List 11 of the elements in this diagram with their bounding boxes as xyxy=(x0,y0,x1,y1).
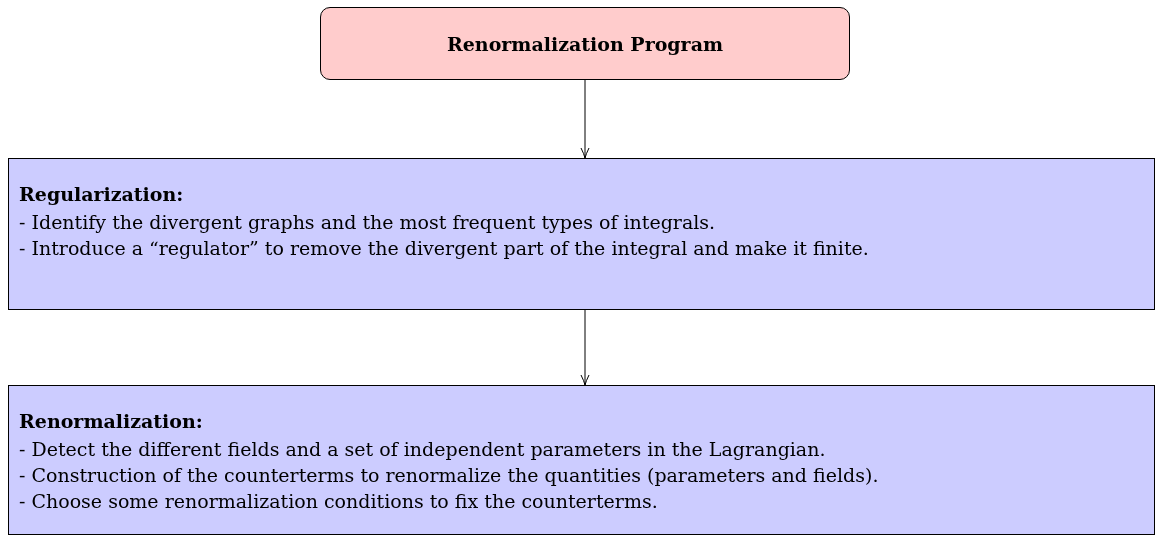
section-heading: Regularization: xyxy=(19,182,185,207)
bullet-text: - Introduce a “regulator” to remove the divergent part of the integral and make it finite. xyxy=(19,236,870,261)
bullet-text: - Identify the divergent graphs and the most frequent types of integrals. xyxy=(19,210,717,235)
process-box xyxy=(8,385,1155,535)
section-heading: Renormalization: xyxy=(19,409,204,434)
title-text: Renormalization Program xyxy=(446,31,724,57)
process-box xyxy=(8,158,1155,310)
title-box xyxy=(320,7,850,80)
bullet-text: - Construction of the counterterms to renormalize the quantities (parameters and fields). xyxy=(19,463,880,488)
bullet-text: - Choose some renormalization conditions to fix the counterterms. xyxy=(19,489,659,514)
bullet-text: - Detect the different fields and a set of independent parameters in the Lagrangian. xyxy=(19,437,827,462)
